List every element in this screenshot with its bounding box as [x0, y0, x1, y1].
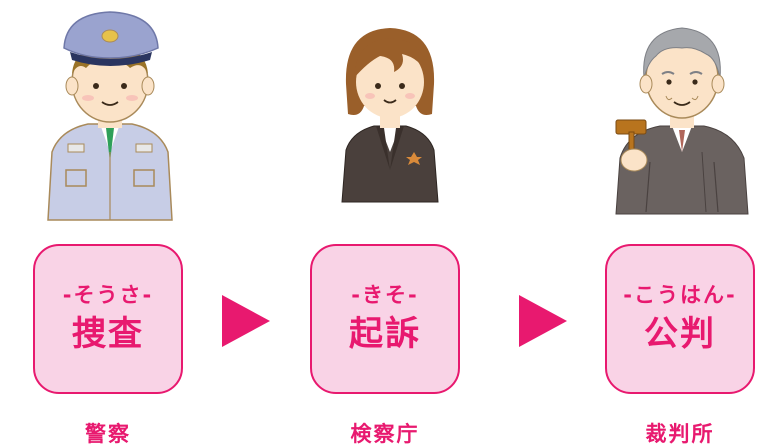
right-triangle-arrow-icon — [222, 295, 270, 347]
judge-with-gavel-icon — [602, 2, 762, 227]
stage-term: 捜査 — [72, 314, 144, 354]
prosecutor-icon — [310, 2, 470, 227]
stage-reading: -きそ- — [351, 283, 419, 307]
right-triangle-arrow-icon — [519, 295, 567, 347]
police-officer-icon — [30, 2, 190, 227]
stage-term: 起訴 — [349, 314, 421, 354]
organization-label: 裁判所 — [645, 422, 715, 446]
stage-card-trial: -こうはん- 公判 — [605, 244, 755, 394]
stage-reading: -そうさ- — [62, 283, 154, 307]
organization-label: 検察庁 — [350, 422, 420, 446]
stage-reading: -こうはん- — [623, 283, 737, 307]
stage-term: 公判 — [644, 314, 716, 354]
organization-label: 警察 — [85, 422, 131, 446]
stage-card-investigation: -そうさ- 捜査 — [33, 244, 183, 394]
stage-card-indictment: -きそ- 起訴 — [310, 244, 460, 394]
